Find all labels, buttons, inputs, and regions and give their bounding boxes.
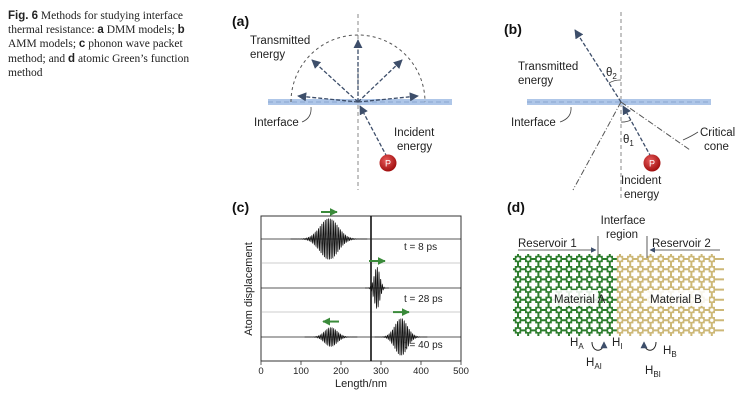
panel-a-hemisphere	[290, 34, 426, 103]
panel-b-particle-label: P	[649, 159, 655, 169]
panel-d-hb: HB	[663, 345, 677, 359]
panel-c-series-group	[261, 208, 461, 356]
panel-b-critical-cone-left	[572, 101, 622, 191]
panel-b-phonon-particle	[643, 154, 661, 172]
caption-key-a: a	[97, 24, 104, 37]
panel-a-arrow-left	[297, 92, 359, 103]
wave-packet-2-1	[365, 267, 389, 309]
panel-a-transmitted-label-2: energy	[250, 49, 285, 61]
panel-a-arrow-right	[357, 92, 419, 103]
panel-c-time-1: t = 8 ps	[404, 242, 437, 253]
panel-d-material-a: Material A	[554, 294, 605, 306]
x-tick-label-0: 0	[258, 366, 263, 377]
panel-d-reservoir2: Reservoir 2	[652, 238, 711, 250]
panel-a-transmitted-label-1: Transmitted	[250, 35, 310, 47]
caption-key-d: d	[68, 52, 76, 65]
panel-a-interface-label: Interface	[254, 117, 299, 129]
panel-b-theta1-arc	[620, 119, 632, 123]
caption-part-d: atomic Green’s function method	[8, 52, 190, 79]
panel-a-incident-arrow	[359, 105, 388, 158]
caption-key-b: b	[177, 24, 185, 37]
panel-b-critical-label-2: cone	[704, 141, 729, 153]
panel-b-label: (b)	[504, 21, 522, 37]
panel-c-time-3: t = 40 ps	[404, 340, 443, 351]
panel-b-theta2: θ2	[606, 67, 617, 81]
panel-b-transmitted-arrow	[574, 29, 622, 103]
panel-a-incident-label-1: Incident	[394, 127, 435, 139]
panel-a-label: (a)	[232, 13, 249, 29]
panel-b-transmitted-label-1: Transmitted	[518, 61, 578, 73]
panel-a-particle-label: P	[385, 159, 391, 169]
panel-c-time-2: t = 28 ps	[404, 294, 443, 305]
panel-d: (d) Interface region Reservoir 1 Reservo…	[507, 199, 724, 379]
panel-a-arrow-upright	[357, 59, 403, 103]
caption-key-c: c	[78, 38, 86, 51]
panel-d-interface-region-2: region	[606, 229, 638, 241]
panel-b-incident-label-1: Incident	[621, 175, 662, 187]
panel-d-material-b-bg	[647, 290, 709, 306]
x-tick-label-4: 400	[413, 366, 429, 377]
panel-d-material-a-bg	[552, 290, 598, 306]
panel-b-interface-pointer	[559, 106, 572, 123]
panel-b-theta2-arc	[608, 79, 622, 84]
panel-b-critical-label-1: Critical	[700, 127, 735, 139]
panel-c-ylabel: Atom displacement	[243, 242, 255, 336]
panel-b-critical-cone-right	[620, 101, 691, 151]
caption-fig-label: Fig. 6	[8, 10, 39, 22]
panel-b-transmitted-label-2: energy	[518, 75, 553, 87]
panel-d-reservoir1: Reservoir 1	[518, 238, 577, 250]
panel-b-incident-label-2: energy	[624, 189, 659, 201]
panel-a-transmitted-arrows	[297, 39, 419, 103]
panel-a: (a) P Transmitted energy Interface Incid…	[232, 13, 452, 190]
panel-b: (b) θ2 θ1 P Transmitted energy Interface…	[504, 12, 735, 201]
panel-d-interface-region-1: Interface	[601, 215, 646, 227]
panel-d-hai: HAI	[586, 357, 602, 371]
panel-c-plot-frame	[260, 215, 462, 362]
wave-packet-1-1	[290, 218, 368, 260]
x-tick-label-3: 300	[373, 366, 389, 377]
panel-d-material-b: Material B	[650, 294, 702, 306]
figure-caption: Fig. 6 Methods for studying interface th…	[8, 9, 198, 80]
panel-b-incident-arrow	[622, 105, 652, 158]
caption-part-a: DMM models;	[103, 24, 178, 37]
panel-d-coupling-ai-arrow	[591, 341, 608, 351]
panel-d-coupling-bi-arrow	[640, 341, 657, 351]
caption-text: Methods for studying interface thermal r…	[8, 10, 184, 37]
panel-c-label: (c)	[232, 199, 249, 215]
panel-b-theta1: θ1	[623, 134, 634, 148]
panel-c-xlabel: Length/nm	[335, 378, 387, 390]
x-tick-label-2: 200	[333, 366, 349, 377]
wave-packet-3-2	[374, 317, 428, 356]
panel-d-ha: HA	[570, 337, 584, 351]
panel-a-interface-pointer	[301, 106, 312, 123]
panel-a-incident-label-2: energy	[397, 141, 432, 153]
x-tick-label-5: 500	[453, 366, 469, 377]
panel-d-hbi: HBI	[645, 365, 661, 379]
panel-b-critical-pointer	[682, 131, 699, 141]
panel-c: (c) 0 100 200 300 400 500 Length/nm Atom disp…	[232, 199, 469, 390]
panel-a-arrow-upleft	[311, 59, 359, 103]
panel-d-hi: HI	[612, 337, 623, 351]
panel-b-interface-label: Interface	[511, 117, 556, 129]
wave-packet-3-1	[304, 326, 358, 348]
panel-c-xticks: 0 100 200 300 400 500	[258, 361, 469, 377]
x-tick-label-1: 100	[293, 366, 309, 377]
panel-a-phonon-particle	[379, 154, 397, 172]
panel-d-label: (d)	[507, 199, 525, 215]
caption-part-b: AMM models;	[8, 38, 79, 51]
caption-part-c: phonon wave packet method; and	[8, 38, 183, 65]
